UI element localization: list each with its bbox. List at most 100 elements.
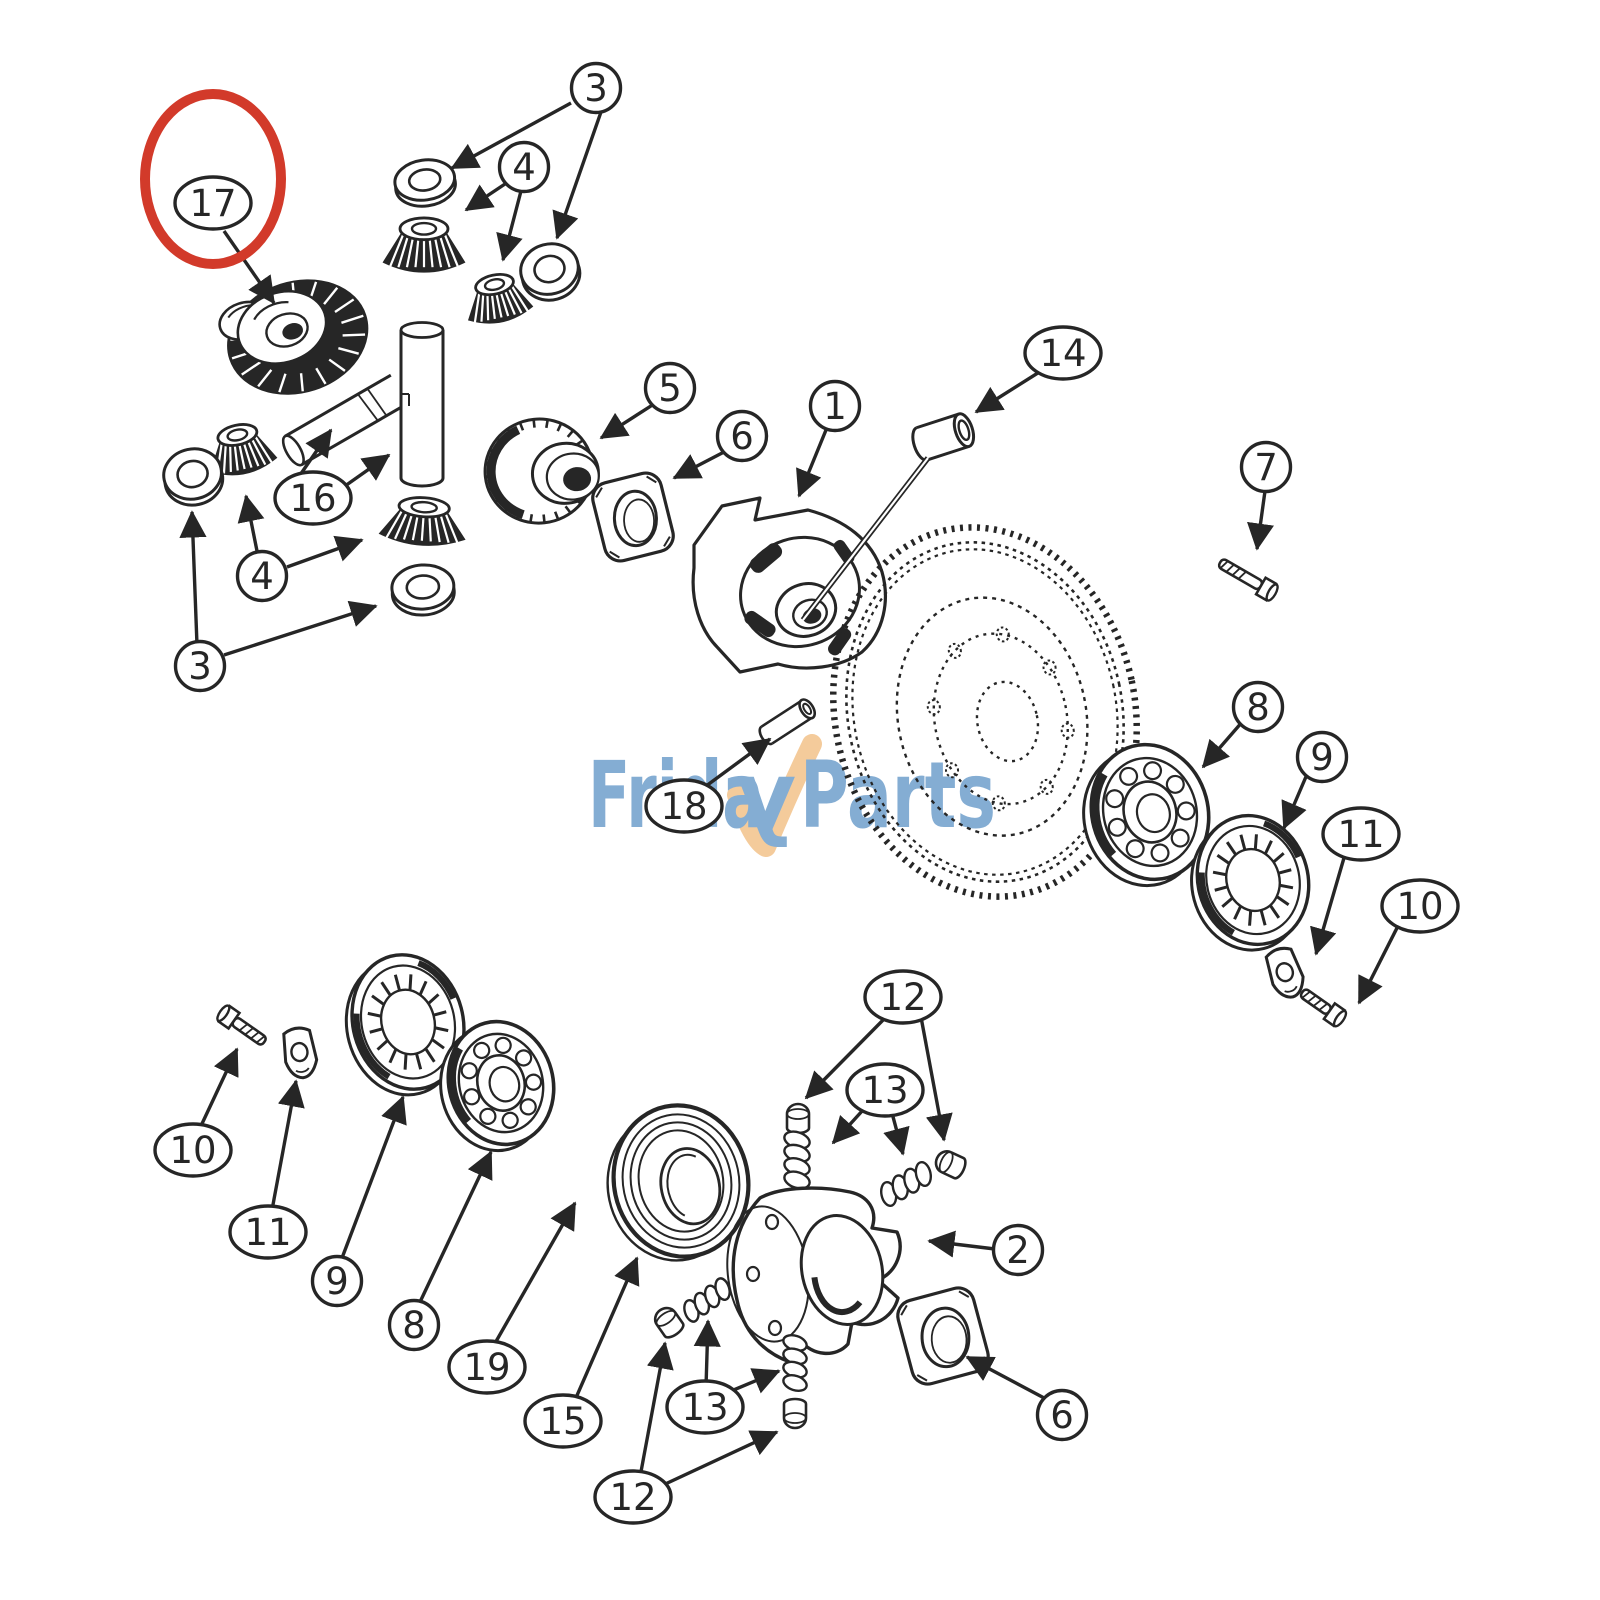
dowel-rod [800, 456, 931, 622]
callout-number: 10 [169, 1129, 216, 1172]
leader-arrow [927, 1230, 996, 1258]
callout-14: 14 [1023, 325, 1103, 381]
seal-ring-15 [606, 1103, 751, 1262]
leader-arrow [270, 1079, 305, 1211]
leader-arrow [296, 428, 333, 479]
callout-number: 4 [512, 146, 536, 189]
retainer-plate-6 [591, 471, 675, 563]
callout-number: 9 [325, 1260, 349, 1303]
callout-19: 19 [447, 1339, 527, 1395]
leader-arrow [660, 1430, 779, 1488]
leader-arrow [492, 1201, 577, 1346]
callout-8: 8 [387, 1298, 441, 1352]
plug-12-bottom [782, 1397, 808, 1430]
leader-arrow [418, 1150, 493, 1303]
leader-arrow [464, 182, 506, 212]
pinion-gear-4-left [210, 423, 278, 476]
leader-arrow [883, 1112, 910, 1156]
side-gear-5 [483, 417, 600, 525]
leader-arrow [965, 1355, 1047, 1401]
callout-number: 6 [730, 415, 754, 458]
callout-number: 4 [250, 555, 274, 598]
leader-arrow [340, 1095, 407, 1259]
thrust-washer-3-left [162, 447, 225, 507]
callout-number: 11 [1337, 813, 1384, 856]
leader-arrow [1310, 850, 1348, 956]
callout-9: 9 [1295, 730, 1349, 784]
highlight-circle [140, 89, 286, 269]
spring-13-right [880, 1160, 932, 1208]
callout-number: 8 [1246, 686, 1270, 729]
callout-3: 3 [569, 61, 623, 115]
callout-number: 6 [1050, 1394, 1074, 1437]
callout-15: 15 [523, 1393, 603, 1449]
callout-1: 1 [808, 379, 862, 433]
leader-arrow [496, 190, 523, 262]
leader-arrow [450, 101, 572, 170]
leader-arrow [700, 737, 772, 791]
leader-arrow [222, 230, 276, 305]
leader-arrow [237, 494, 265, 557]
callout-number: 15 [539, 1400, 586, 1443]
callout-number: 12 [609, 1476, 656, 1519]
leader-arrow [1247, 490, 1274, 551]
callout-number: 17 [189, 182, 236, 225]
callout-13: 13 [665, 1379, 745, 1435]
leader-arrow [552, 111, 603, 240]
plug-12-upper [785, 1102, 811, 1135]
callout-number: 3 [584, 67, 608, 110]
leader-arrow [693, 1319, 721, 1388]
callout-6: 6 [1035, 1388, 1089, 1442]
differential-case-1 [691, 496, 887, 674]
callout-number: 8 [402, 1304, 426, 1347]
callout-12: 12 [593, 1469, 673, 1525]
leader-arrow [223, 600, 378, 657]
callout-number: 13 [861, 1069, 908, 1112]
callout-10: 10 [1380, 878, 1460, 934]
callout-10: 10 [153, 1122, 233, 1178]
bolt-7 [1217, 558, 1279, 603]
callout-number: 11 [244, 1211, 291, 1254]
plug-12-right [934, 1150, 967, 1180]
callout-number: 14 [1039, 332, 1086, 375]
leader-arrow [344, 453, 391, 488]
callout-13: 13 [845, 1062, 925, 1118]
callout-17: 17 [173, 175, 253, 231]
ball-bearing-8-right [1082, 742, 1211, 888]
leader-arrow [573, 1256, 640, 1401]
callout-number: 1 [823, 385, 847, 428]
thrust-washer-3-top [393, 158, 457, 208]
ball-bearing-8-left [439, 1019, 556, 1153]
callout-number: 12 [879, 976, 926, 1019]
leader-arrow [1357, 921, 1402, 1005]
spring-13-upper [783, 1130, 811, 1190]
pinion-gear-4-bottom [378, 496, 466, 546]
pinion-gear-4-right [467, 273, 534, 324]
callout-12: 12 [863, 969, 943, 1025]
callout-number: 2 [1006, 1229, 1030, 1272]
leader-arrow [804, 1015, 888, 1100]
callout-11: 11 [228, 1204, 308, 1260]
callout-number: 3 [188, 645, 212, 688]
watermark-check-icon [727, 734, 822, 857]
leader-arrow [1281, 771, 1310, 830]
callout-number: 5 [658, 367, 682, 410]
callout-2: 2 [991, 1223, 1045, 1277]
bolt-10-right [1299, 988, 1348, 1028]
callout-5: 5 [643, 361, 697, 415]
callout-number: 18 [660, 785, 707, 828]
leader-arrow [198, 1047, 239, 1129]
callout-number: 9 [1310, 736, 1334, 779]
leader-arrow [974, 369, 1042, 414]
thrust-plate-6-bottom [896, 1286, 990, 1386]
bushing-14 [911, 412, 976, 462]
pinion-gear-4-top [382, 216, 466, 273]
leader-arrow [286, 535, 364, 569]
leader-arrow [919, 1016, 953, 1142]
callout-3: 3 [173, 639, 227, 693]
spline-plate-9-left [344, 953, 466, 1097]
callout-number: 10 [1396, 885, 1443, 928]
thrust-washer-3-bottom [390, 563, 456, 617]
